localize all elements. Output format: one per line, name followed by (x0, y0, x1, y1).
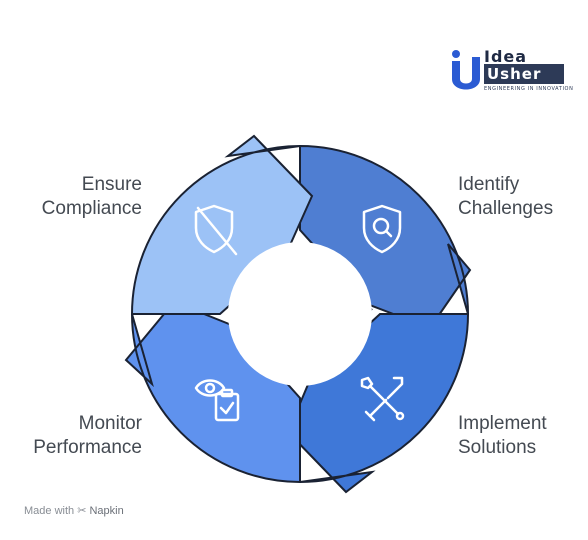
brand-word-usher: Usher (484, 64, 564, 84)
tools-icon (360, 376, 405, 422)
segment-ensure-compliance (130, 134, 314, 315)
brand-tagline: ENGINEERING IN INNOVATION (484, 86, 574, 92)
label-monitor-performance: Monitor Performance (33, 412, 142, 460)
shield-off-icon (194, 204, 238, 256)
shield-search-icon (362, 204, 402, 254)
footer-credit: Made with ✂ Napkin (24, 504, 124, 517)
label-line-2: Solutions (458, 437, 537, 458)
footer-made-with: Made with (24, 505, 75, 517)
napkin-icon: ✂ (77, 505, 87, 517)
label-line-2: Performance (33, 437, 142, 458)
label-line-1: Identify (458, 174, 520, 195)
brand-word-idea: Idea (484, 47, 528, 66)
label-identify-challenges: Identify Challenges (458, 173, 553, 221)
footer-tool-name: Napkin (89, 505, 124, 517)
brand-u-mark (452, 50, 480, 90)
label-ensure-compliance: Ensure Compliance (42, 173, 142, 221)
brand-logo: Idea Usher ENGINEERING IN INNOVATION (450, 47, 573, 97)
label-implement-solutions: Implement Solutions (458, 412, 547, 460)
segment-identify-challenges (299, 144, 472, 330)
segment-implement-solutions (286, 313, 470, 494)
label-line-1: Ensure (81, 174, 142, 195)
label-line-2: Challenges (458, 198, 554, 219)
label-line-1: Implement (458, 413, 547, 434)
label-line-1: Monitor (78, 413, 142, 434)
label-line-2: Compliance (41, 198, 142, 219)
eye-clipboard-icon (194, 379, 240, 422)
